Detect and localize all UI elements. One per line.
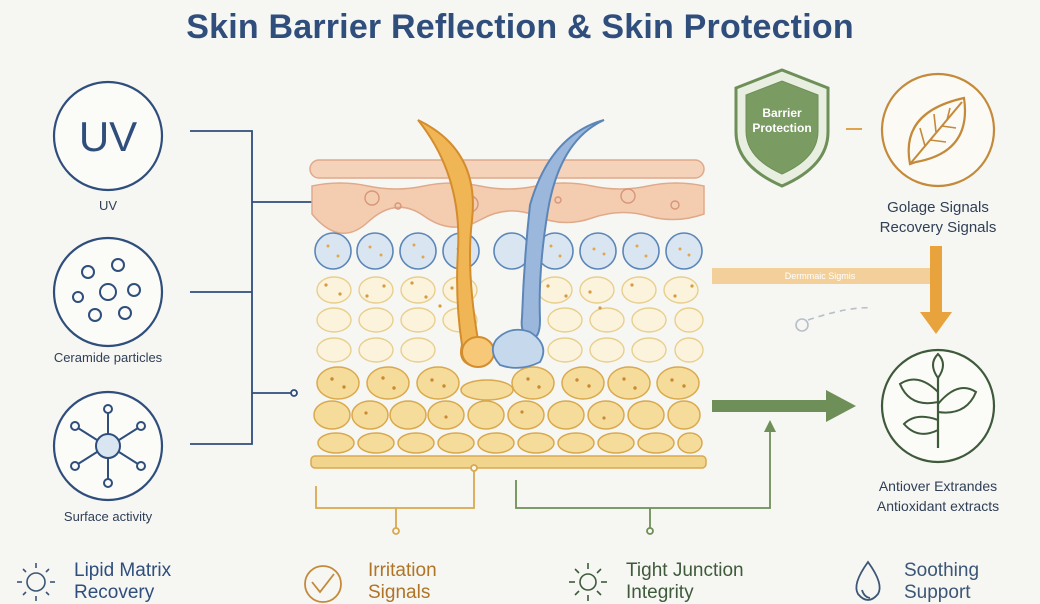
bottom-item-soothing: Soothing Support <box>892 560 979 604</box>
golden-cell-rows <box>313 366 703 454</box>
lipid-sun-icon <box>17 563 55 601</box>
herb-label: Antiover Extrandes Antioxidant extracts <box>846 476 1030 516</box>
bottom-item-tight-junction: Tight Junction Integrity <box>614 560 744 604</box>
surface-activity-label: Surface activity <box>63 509 153 524</box>
barrier-shield-icon <box>734 68 830 188</box>
uv-icon: UV <box>52 80 164 192</box>
surface-activity-icon <box>52 390 164 502</box>
stratum-corneum-layer <box>309 159 705 179</box>
bottom-soothing-line2: Support <box>904 582 971 603</box>
bottom-tight-junction-line1: Tight Junction <box>626 560 744 581</box>
bottom-irritation-line2: Signals <box>368 582 431 603</box>
shield-label: Barrier Protection <box>752 106 812 135</box>
basal-layer <box>310 455 707 469</box>
blue-hair-follicle <box>520 119 605 340</box>
irritation-check-icon <box>304 565 342 603</box>
leaf-label: Golage Signals Recovery Signals <box>848 198 1028 238</box>
uv-symbol: UV <box>79 113 137 160</box>
herb-plant-icon <box>880 348 996 464</box>
leaf-label-line1: Golage Signals <box>887 199 989 216</box>
leaf-icon <box>880 72 996 188</box>
skin-cross-section <box>309 119 707 469</box>
bottom-lipid-line1: Lipid Matrix <box>74 560 172 581</box>
left-connector <box>190 130 330 445</box>
bottom-soothing-line1: Soothing <box>904 560 980 581</box>
green-signal-arrow <box>712 390 856 422</box>
orange-signal-arrow <box>712 246 952 334</box>
herb-label-line2: Antioxidant extracts <box>876 498 1000 514</box>
signal-arrow-label: Dermmaic Sigmis <box>784 271 856 281</box>
tight-junction-icon <box>569 563 607 601</box>
herb-label-line1: Antiover Extrandes <box>878 478 998 494</box>
bottom-connectors <box>315 420 776 535</box>
page-title: Skin Barrier Reflection & Skin Protectio… <box>186 8 854 46</box>
bottom-tight-junction-line2: Integrity <box>626 582 694 603</box>
bottom-item-lipid: Lipid Matrix Recovery <box>62 560 171 604</box>
ceramide-label: Ceramide particles <box>53 350 163 365</box>
epidermis-wavy-layer <box>311 182 705 235</box>
blue-cell-row <box>314 232 703 270</box>
dashed-signal-curve <box>807 306 873 321</box>
soothing-drop-icon <box>855 560 881 601</box>
bottom-irritation-line1: Irritation <box>368 560 437 581</box>
ceramide-particles-icon <box>52 236 164 348</box>
bottom-item-irritation: Irritation Signals <box>356 560 437 604</box>
bottom-lipid-line2: Recovery <box>74 582 155 603</box>
leaf-label-line2: Recovery Signals <box>879 219 997 236</box>
uv-label: UV <box>98 198 118 213</box>
